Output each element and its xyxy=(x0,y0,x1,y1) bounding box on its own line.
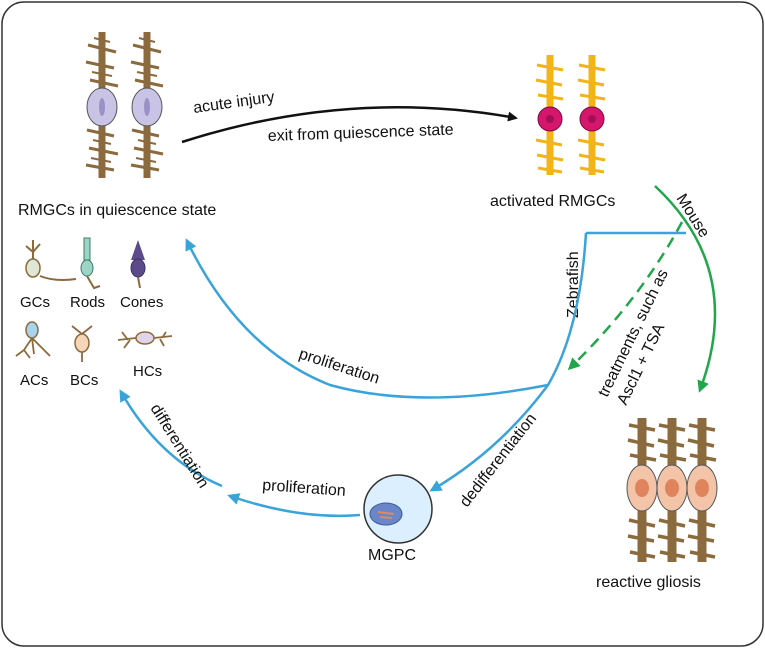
label-activated-rmgcs: activated RMGCs xyxy=(490,193,615,210)
cell-type-gcs: GCs xyxy=(20,294,50,311)
gc-cell-icon xyxy=(25,240,77,281)
proliferation-bottom-arrow xyxy=(227,493,361,518)
ac-cell-icon xyxy=(15,321,51,359)
label-proliferation-bottom: proliferation xyxy=(262,477,347,500)
dedifferentiation-arrow xyxy=(429,232,588,492)
label-mgpc: MGPC xyxy=(368,547,416,564)
quiescent-rmgcs-illustration xyxy=(85,32,164,178)
cone-cell-icon xyxy=(130,240,146,289)
label-exit-quiescence: exit from quiescence state xyxy=(268,122,454,145)
acute-injury-arrow xyxy=(181,106,518,144)
cell-type-bcs: BCs xyxy=(70,372,98,389)
cell-type-cones: Cones xyxy=(120,294,163,311)
mouse-gliosis-arrow xyxy=(654,185,717,393)
proliferation-top-arrow xyxy=(185,238,549,399)
label-rmgcs-quiescence: RMGCs in quiescence state xyxy=(18,202,216,219)
treatments-dashed-arrow xyxy=(567,221,684,371)
cell-type-hcs: HCs xyxy=(133,363,162,380)
activated-rmgcs-illustration xyxy=(535,55,606,175)
hc-cell-icon xyxy=(117,331,173,349)
reactive-gliosis-illustration xyxy=(626,418,718,562)
differentiation-arrow xyxy=(119,389,223,488)
cell-type-rods: Rods xyxy=(70,294,105,311)
rod-cell-icon xyxy=(80,237,101,290)
label-reactive-gliosis: reactive gliosis xyxy=(596,574,701,591)
bc-cell-icon xyxy=(71,325,93,362)
mgpc-cell xyxy=(363,474,433,544)
cell-type-acs: ACs xyxy=(20,372,48,389)
